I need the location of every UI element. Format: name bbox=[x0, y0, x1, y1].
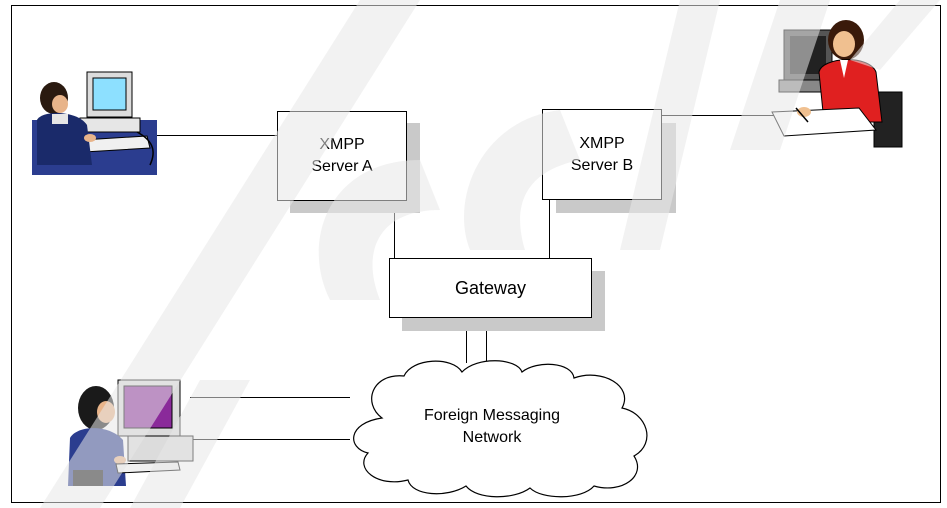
line-server-b-to-gateway bbox=[549, 200, 550, 258]
server-a-box: XMPP Server A bbox=[277, 111, 407, 201]
woman-at-computer-icon bbox=[68, 379, 194, 486]
line-gateway-to-network-1 bbox=[466, 318, 467, 363]
gateway-box: Gateway bbox=[389, 258, 592, 318]
line-user3-to-network-2 bbox=[190, 439, 350, 440]
user-at-computer-icon bbox=[32, 71, 157, 175]
foreign-network-label-line2: Network bbox=[462, 429, 522, 446]
diagram-frame bbox=[11, 5, 941, 503]
server-b-label-line1: XMPP bbox=[579, 134, 625, 152]
gateway-label: Gateway bbox=[454, 278, 527, 298]
line-server-b-to-user2 bbox=[660, 115, 780, 116]
server-a-label-line2: Server A bbox=[311, 158, 373, 175]
line-gateway-to-network-2 bbox=[486, 318, 487, 363]
server-b-label-line2: Server B bbox=[570, 156, 634, 174]
server-a-label-line1: XMPP bbox=[319, 136, 365, 153]
line-user3-to-network-1 bbox=[190, 397, 350, 398]
foreign-network-label: Foreign Messaging Network bbox=[372, 405, 612, 449]
server-b-box: XMPP Server B bbox=[542, 109, 662, 200]
foreign-network-label-line1: Foreign Messaging bbox=[423, 407, 561, 424]
line-user1-to-server-a bbox=[154, 135, 278, 136]
woman-writing-icon bbox=[771, 20, 903, 148]
